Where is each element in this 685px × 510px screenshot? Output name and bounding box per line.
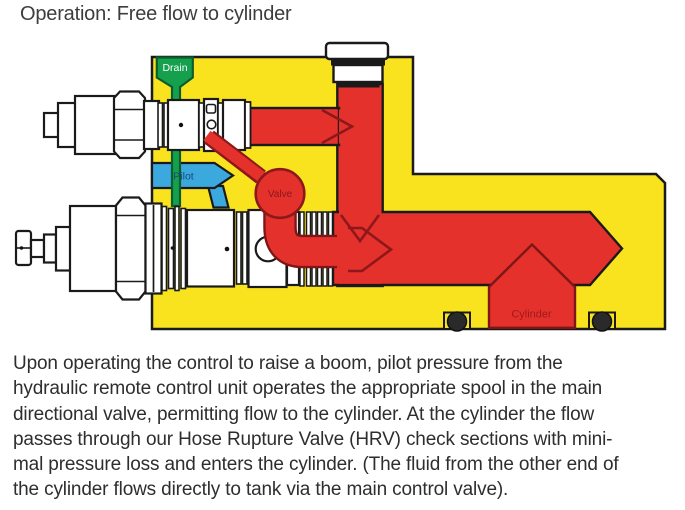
cylinder-port [487, 242, 577, 329]
flow-arrowhead-outline-icon [348, 226, 394, 273]
hex-nut [114, 196, 147, 301]
valve-circle [254, 167, 306, 220]
description-line: directional valve, permitting flow to th… [13, 403, 595, 425]
page-title: Operation: Free flow to cylinder [20, 3, 292, 25]
pilot-valve [203, 130, 340, 269]
manifold-block [150, 55, 667, 331]
valve-label: Valve [268, 189, 293, 200]
o-ring-right [591, 311, 613, 332]
cylinder-label: Cylinder [511, 309, 552, 321]
pilot-label: Pilot [173, 171, 194, 183]
flow-chevron-right-icon [321, 108, 355, 145]
description-line: Upon operating the control to raise a bo… [13, 353, 563, 374]
hydraulic-diagram: Drain Pilot Valve Cylinder [14, 41, 667, 332]
flow-chevron-down-icon [339, 214, 381, 244]
description-line: passes through our Hose Rupture Valve (H… [13, 428, 613, 450]
description: Upon operating the control to raise a bo… [13, 351, 679, 503]
description-line: the cylinder flows directly to tank via … [13, 479, 509, 501]
drain-label: Drain [162, 62, 187, 74]
mounting-orings [443, 311, 616, 332]
top-plug [324, 41, 390, 88]
o-ring-left [446, 311, 468, 332]
upper-cartridge-valve [42, 90, 252, 160]
description-line: mal pressure loss and enters the cylinde… [13, 454, 619, 476]
hex-nut [112, 90, 147, 160]
hydraulic-diagram-svg: Drain Pilot Valve Cylinder [14, 41, 667, 332]
description-line: hydraulic remote control unit operates t… [13, 378, 603, 400]
